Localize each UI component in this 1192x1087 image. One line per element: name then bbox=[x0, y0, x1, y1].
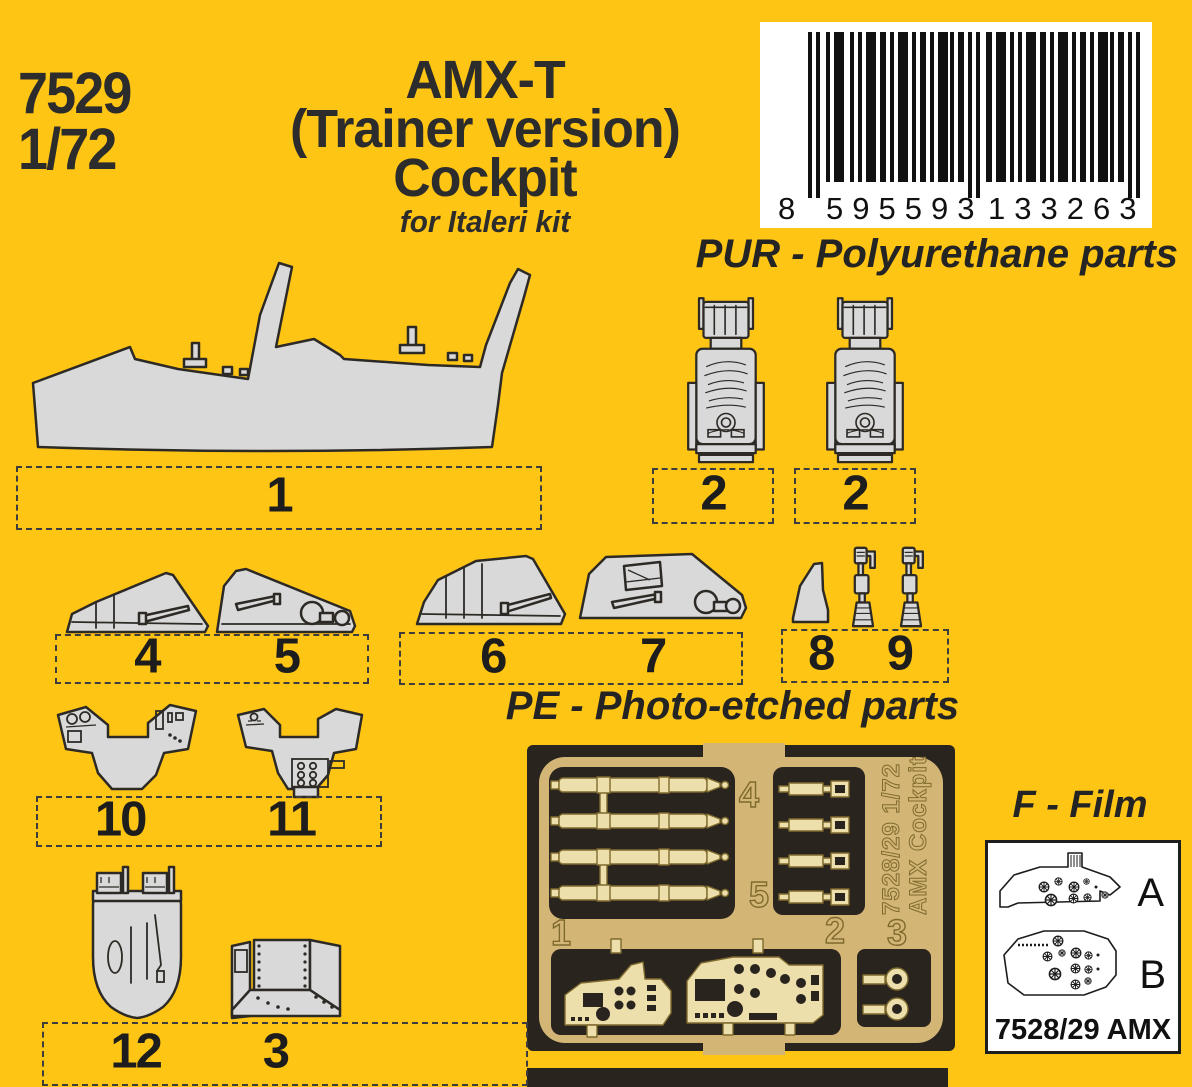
pe-instrument-panel-rear bbox=[686, 938, 824, 1036]
title-line-3: Cockpit bbox=[393, 148, 577, 208]
film-panel-b-label: B bbox=[1139, 953, 1166, 997]
part-1-number: 1 bbox=[266, 468, 293, 523]
part-4-number: 4 bbox=[134, 629, 161, 684]
part-9-number: 9 bbox=[886, 626, 914, 681]
pur-section-heading: PUR - Polyurethane parts bbox=[695, 232, 1178, 276]
film-b-dials bbox=[1042, 935, 1100, 990]
part-2-left-number: 2 bbox=[700, 466, 727, 521]
part-2-right-label-box: 2 bbox=[794, 468, 916, 524]
barcode-group-2: 133263 bbox=[988, 191, 1145, 226]
part-7-console-drawing bbox=[578, 552, 748, 620]
title-subtitle: for Italeri kit bbox=[399, 204, 571, 239]
part-4-console-drawing bbox=[65, 571, 210, 634]
film-panel-a-label: A bbox=[1137, 871, 1164, 915]
part-3-bulkhead-drawing bbox=[230, 938, 342, 1020]
parts-12-3-label-box: 12 3 bbox=[42, 1022, 528, 1086]
title-block: AMX-T (Trainer version) Cockpit for Ital… bbox=[245, 50, 725, 241]
part-12-number: 12 bbox=[110, 1024, 162, 1079]
film-a-dials bbox=[1038, 877, 1109, 907]
pe-fret: 4 5 1 2 3 7528/29 1/72 AMX Cockpit bbox=[527, 743, 955, 1055]
part-9-control-stick-right-drawing bbox=[899, 546, 925, 628]
pe-short-belts bbox=[778, 780, 850, 906]
fret-code-text: 7528/29 1/72 bbox=[878, 763, 905, 915]
part-2-ejection-seat-left-drawing bbox=[687, 297, 765, 464]
part-10-number: 10 bbox=[94, 792, 147, 847]
part-9-control-stick-left-drawing bbox=[851, 546, 877, 628]
fret-number-5: 5 bbox=[749, 874, 769, 915]
fret-number-4: 4 bbox=[739, 774, 759, 815]
film-panels-drawing bbox=[999, 852, 1121, 996]
part-10-coaming-drawing bbox=[56, 703, 198, 791]
part-8-number: 8 bbox=[808, 626, 835, 681]
parts-6-7-label-box: 6 7 bbox=[399, 632, 743, 685]
part-2-left-label-box: 2 bbox=[652, 468, 774, 524]
pe-long-seatbelts bbox=[550, 776, 730, 902]
pe-instrument-panel-front bbox=[564, 938, 672, 1038]
part-6-console-drawing bbox=[415, 554, 567, 626]
fret-number-1: 1 bbox=[551, 912, 571, 953]
part-1-cockpit-tub-drawing bbox=[31, 261, 532, 453]
fret-number-3: 3 bbox=[887, 912, 907, 953]
pe-fret-next-edge bbox=[527, 1068, 948, 1087]
film-caption: 7528/29 AMX bbox=[994, 1014, 1172, 1046]
barcode: 8 595593 133263 bbox=[760, 22, 1152, 228]
product-code: 7529 bbox=[18, 61, 132, 126]
film-box: A B 7528/29 AMX bbox=[985, 840, 1181, 1054]
part-11-coaming-drawing bbox=[236, 707, 364, 799]
barcode-group-1: 595593 bbox=[826, 191, 983, 226]
parts-4-5-label-box: 4 5 bbox=[55, 629, 369, 684]
title-line-2: (Trainer version) bbox=[290, 99, 681, 159]
part-5-console-drawing bbox=[215, 567, 357, 634]
title-line-1: AMX-T bbox=[405, 50, 565, 110]
barcode-bars: 8 595593 133263 bbox=[778, 32, 1145, 226]
part-2-ejection-seat-right-drawing bbox=[826, 297, 904, 464]
part-6-number: 6 bbox=[480, 629, 507, 684]
part-1-label-box: 1 bbox=[16, 466, 542, 530]
part-2-right-number: 2 bbox=[842, 466, 869, 521]
film-section-heading: F - Film bbox=[1012, 784, 1148, 826]
part-8-wedge-drawing bbox=[791, 561, 830, 624]
product-scale: 1/72 bbox=[18, 117, 117, 182]
pe-section-heading: PE - Photo-etched parts bbox=[505, 684, 960, 728]
fret-number-2: 2 bbox=[825, 910, 845, 951]
part-12-tub-drawing bbox=[91, 865, 183, 1020]
barcode-lead-digit: 8 bbox=[778, 191, 795, 226]
pe-grommets bbox=[862, 967, 909, 1021]
part-7-number: 7 bbox=[639, 629, 667, 684]
part-11-number: 11 bbox=[267, 792, 317, 847]
parts-8-9-label-box: 8 9 bbox=[781, 629, 949, 683]
parts-10-11-label-box: 10 11 bbox=[36, 792, 382, 847]
part-3-number: 3 bbox=[262, 1024, 290, 1079]
fret-name-text: AMX Cockpit bbox=[905, 756, 932, 915]
product-code-block: 7529 1/72 bbox=[18, 61, 132, 182]
part-5-number: 5 bbox=[273, 629, 301, 684]
